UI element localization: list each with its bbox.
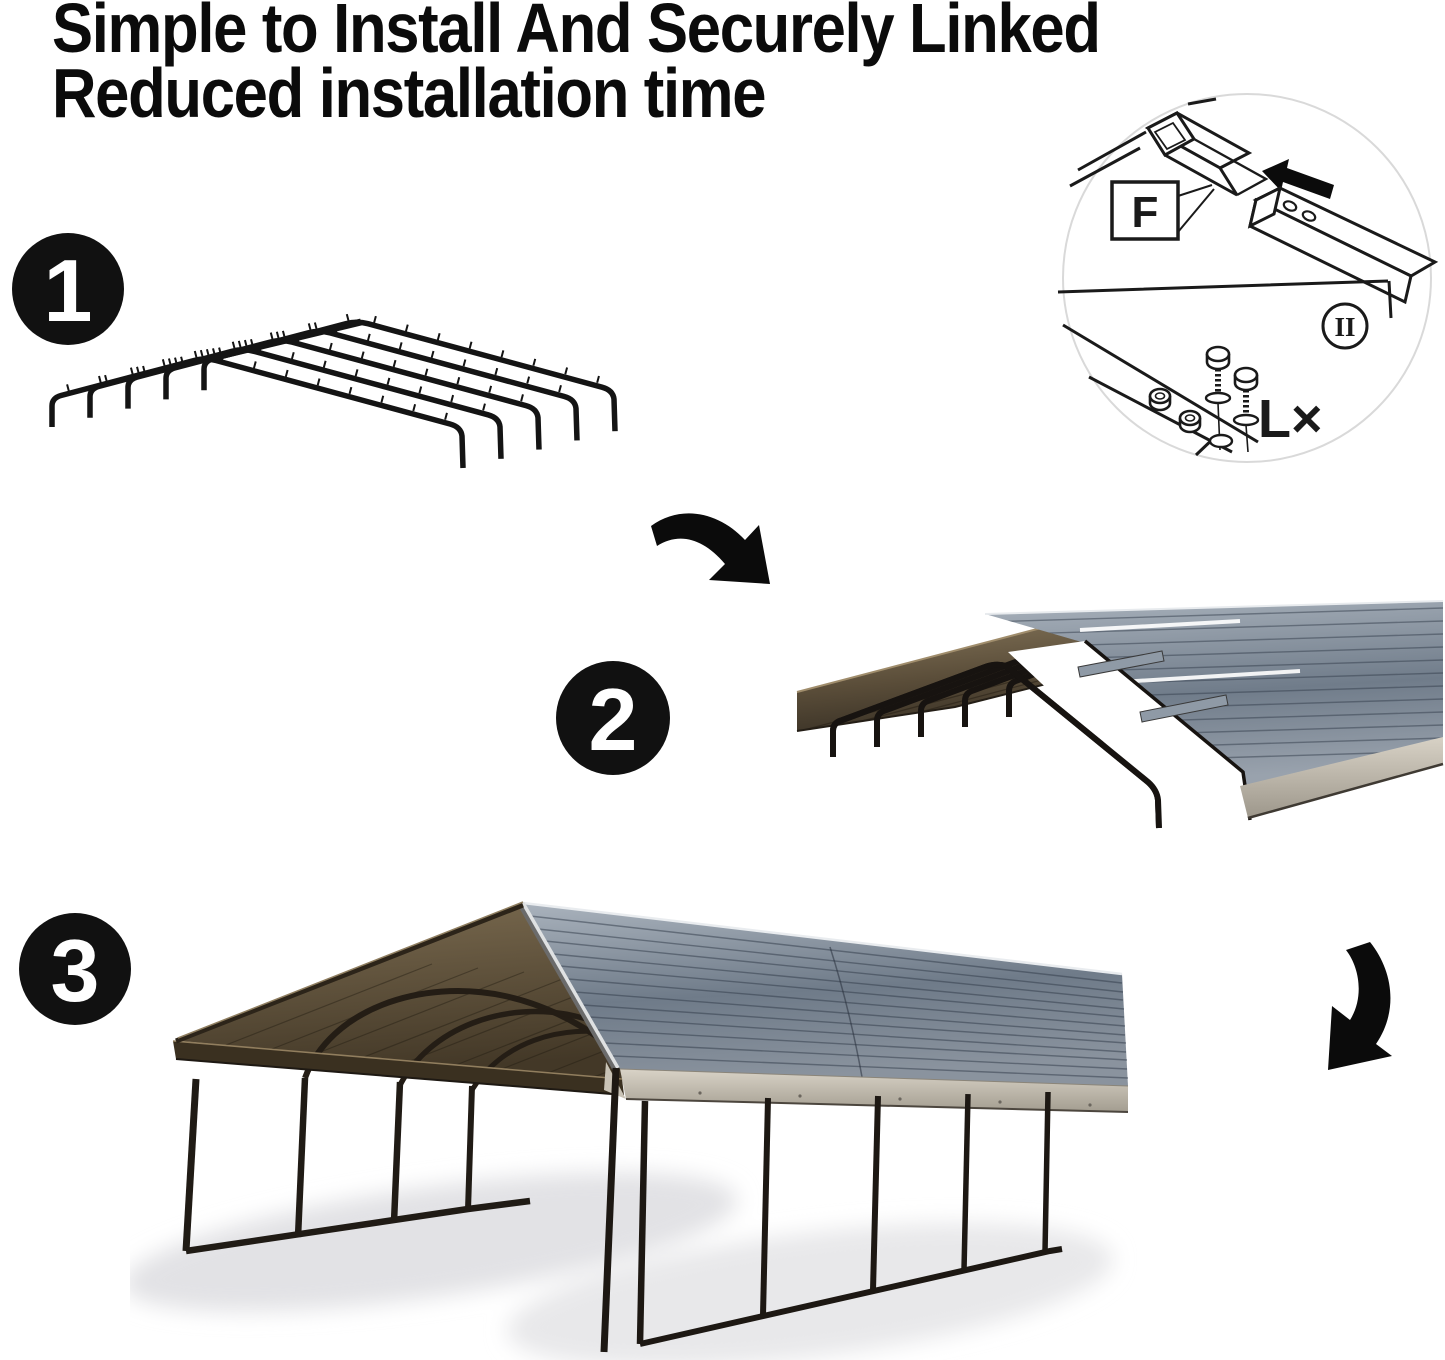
right-base-rail <box>639 1246 1063 1347</box>
left-gable-highlight <box>177 901 524 1039</box>
step-3-badge: 3 <box>19 913 131 1025</box>
fascia-bolts <box>698 1091 1092 1107</box>
inset-divider-line <box>1057 279 1393 319</box>
hex-nut-icons <box>1148 387 1202 434</box>
ground-shadow <box>130 1172 1113 1360</box>
left-legs <box>182 1077 531 1255</box>
inset-section-label: II <box>1334 312 1355 342</box>
inset-vignette-circle <box>1062 93 1432 463</box>
gap-spacer-bars <box>1077 650 1229 723</box>
left-base-rail <box>185 1197 531 1255</box>
roof-panel-gray <box>518 901 1129 1086</box>
section-ii-marker: II <box>1321 302 1369 350</box>
step-1-frame-illustration <box>40 305 640 480</box>
front-right-corner-leg <box>600 1067 620 1353</box>
headline-line1: Simple to Install And Securely Linked <box>52 0 1101 67</box>
right-legs <box>600 1067 1063 1353</box>
bolt-washer-icons <box>1204 345 1260 453</box>
curved-arrow-down-right-icon <box>651 513 770 584</box>
roof-frame-ribs <box>52 317 615 468</box>
step-1-badge: 1 <box>12 233 124 345</box>
step-2-number: 2 <box>589 670 638 769</box>
f-label-box: F <box>1110 180 1215 241</box>
gable-front-rim <box>521 902 620 1069</box>
step-1-number: 1 <box>44 241 93 340</box>
step-3-badge-circle <box>19 913 131 1025</box>
headline-line2: Reduced installation time <box>52 54 767 132</box>
step-2-badge: 2 <box>556 661 670 775</box>
left-gable-edge <box>175 902 524 1044</box>
inset-part-label: F <box>1132 188 1159 237</box>
curved-arrow-down-left-icon <box>1328 942 1392 1070</box>
title-block: Simple to Install And Securely Linked Re… <box>52 0 1101 132</box>
bracket-connection-inset: F II <box>1057 93 1439 463</box>
inset-quantity-label: L× <box>1258 389 1323 449</box>
rail-with-holes <box>1247 185 1439 305</box>
eave-fascia <box>1240 737 1444 820</box>
panel-seam <box>829 946 863 1078</box>
ridge-beam <box>202 318 362 364</box>
left-eave-band <box>172 1040 625 1096</box>
ridge-cap <box>522 901 1123 976</box>
part-f-connector-tube <box>1144 111 1269 197</box>
step-1-badge-circle <box>12 233 124 345</box>
rafter-stub-lines <box>1069 97 1217 188</box>
step-2-badge-circle <box>556 661 670 775</box>
step-3-number: 3 <box>51 921 100 1020</box>
step-2-roof-panels-illustration <box>796 600 1444 836</box>
step-3-carport-illustration <box>130 901 1129 1360</box>
